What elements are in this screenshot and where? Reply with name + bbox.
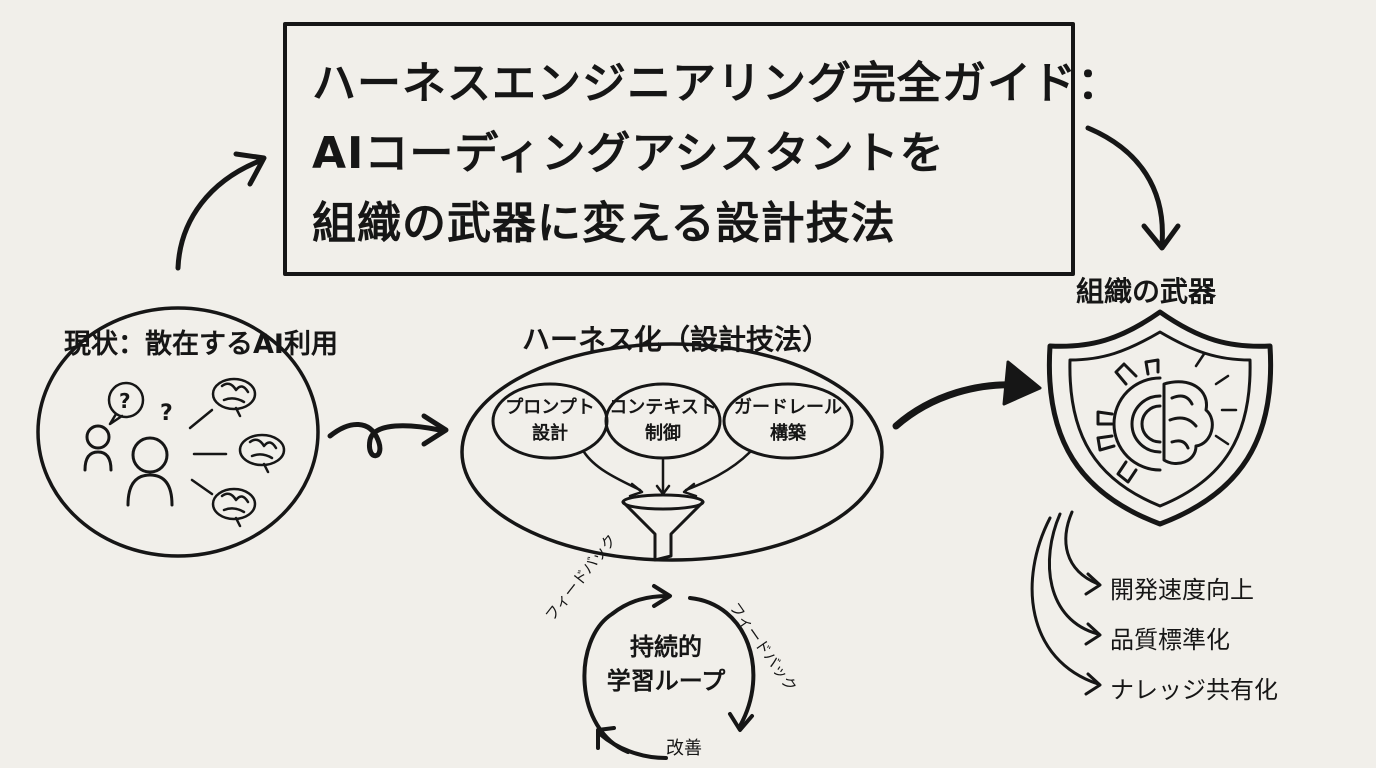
brain-icon bbox=[238, 433, 286, 474]
component-prompt-line1: プロンプト bbox=[505, 397, 595, 418]
component-oval-guardrail bbox=[722, 382, 854, 460]
component-context-label: コンテキスト 制御 bbox=[606, 395, 720, 447]
benefit-quality: 品質標準化 bbox=[1110, 626, 1230, 654]
weapon-heading: 組織の武器 bbox=[1076, 275, 1217, 308]
loop-arrow bbox=[327, 413, 449, 459]
harness-heading: ハーネス化（設計技法） bbox=[522, 323, 831, 356]
person-icon bbox=[126, 436, 174, 507]
title-line-2: AIコーディングアシスタントを bbox=[312, 128, 945, 179]
funnel-icon bbox=[621, 493, 705, 562]
component-context-line2: 制御 bbox=[645, 423, 681, 444]
title-line-3: 組織の武器に変える設計技法 bbox=[312, 198, 896, 249]
funnel-input-arrow bbox=[684, 450, 752, 492]
loop-improve-label: 改善 bbox=[666, 738, 702, 759]
benefit-dev-speed: 開発速度向上 bbox=[1110, 576, 1254, 604]
loop-center-line2: 学習ループ bbox=[606, 667, 726, 695]
loop-center-label: 持続的 学習ループ bbox=[596, 630, 736, 698]
question-bubble-icon bbox=[107, 381, 145, 426]
connector-line bbox=[190, 478, 214, 496]
learning-loop-arrows bbox=[582, 584, 756, 760]
brain-icon bbox=[1162, 380, 1214, 465]
benefit-arrows bbox=[1030, 510, 1102, 696]
component-context-line1: コンテキスト bbox=[609, 397, 717, 418]
current-state-heading: 現状：散在するAI利用 bbox=[64, 329, 338, 360]
component-prompt-label: プロンプト 設計 bbox=[493, 395, 607, 447]
gear-icon bbox=[1096, 358, 1162, 484]
component-guardrail-line1: ガードレール bbox=[734, 397, 842, 418]
benefit-knowledge: ナレッジ共有化 bbox=[1110, 676, 1278, 704]
shield-icon bbox=[1046, 309, 1274, 527]
question-mark-icon: ? bbox=[160, 401, 173, 426]
component-guardrail-label: ガードレール 構築 bbox=[724, 395, 852, 447]
current-state-circle bbox=[36, 306, 320, 558]
arrow-from-title bbox=[1085, 125, 1181, 251]
harness-oval bbox=[460, 342, 884, 562]
brain-icon bbox=[211, 487, 257, 528]
arrow-to-title bbox=[175, 151, 267, 271]
connector-line bbox=[188, 408, 214, 430]
brain-icon bbox=[211, 377, 257, 418]
component-oval-context bbox=[604, 382, 722, 460]
loop-center-line1: 持続的 bbox=[630, 633, 702, 661]
person-icon bbox=[83, 424, 113, 472]
title-line-1: ハーネスエンジニアリング完全ガイド： bbox=[312, 58, 1122, 109]
component-guardrail-line2: 構築 bbox=[770, 423, 806, 444]
question-mark-icon: ? bbox=[119, 389, 131, 413]
shine-lines bbox=[1194, 352, 1238, 446]
component-prompt-line2: 設計 bbox=[532, 423, 568, 444]
title-frame bbox=[283, 22, 1075, 276]
arrow-to-weapon bbox=[892, 360, 1042, 430]
